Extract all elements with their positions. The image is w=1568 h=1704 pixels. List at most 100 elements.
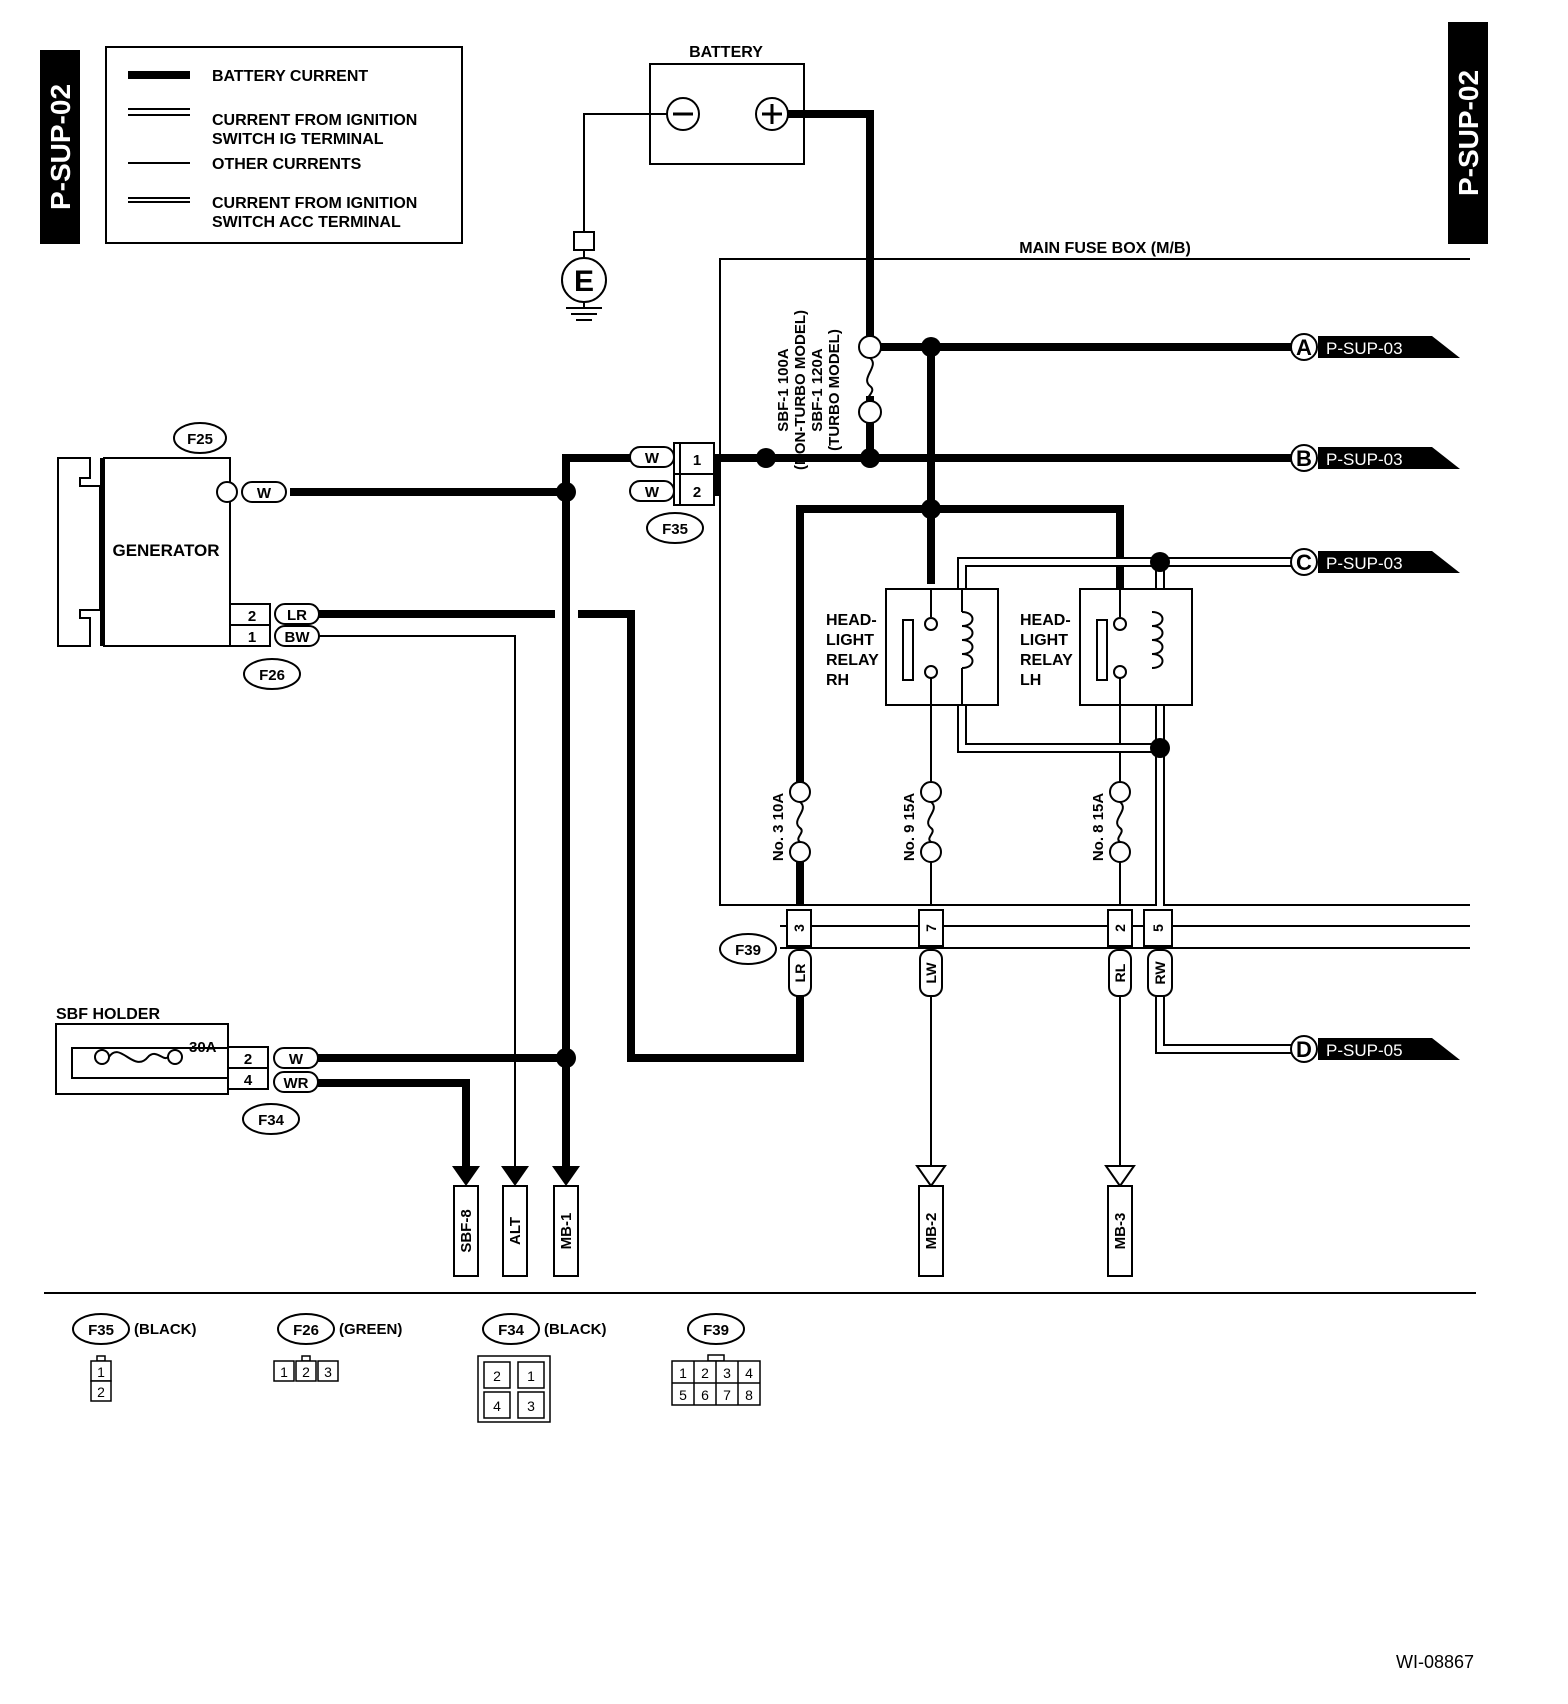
page-tab-right-label: P-SUP-02 — [1453, 70, 1484, 196]
relay-rh-line4: RH — [826, 672, 849, 689]
ref-a-letter: A — [1296, 335, 1312, 360]
generator-pin1: 1 — [248, 629, 256, 646]
ref-c: C P-SUP-03 — [1290, 548, 1460, 576]
f39-pin2: 2 — [1112, 924, 1128, 932]
conn-f26-label: F26 — [259, 667, 285, 684]
ref-b: B P-SUP-03 — [1290, 444, 1460, 472]
sbf-holder-pin4: 4 — [244, 1072, 253, 1089]
cl-f39-pin4: 4 — [745, 1365, 753, 1381]
f39-pin5: 5 — [1150, 924, 1166, 932]
sbf-holder-wire-w: W — [289, 1051, 304, 1068]
connector-f35: W W 1 2 F35 — [629, 442, 715, 544]
sbf-holder: SBF HOLDER 30A 2 4 W WR F34 — [55, 1006, 319, 1135]
sbf-holder-rating: 30A — [189, 1039, 217, 1056]
sbf1-line3: SBF-1 120A — [809, 348, 826, 432]
dest-mb2-label: MB-2 — [923, 1213, 940, 1250]
legend-battery-current: BATTERY CURRENT — [212, 68, 368, 85]
cl-f35-pin1: 1 — [97, 1364, 105, 1380]
dest-alt: ALT — [501, 1166, 529, 1277]
f35-label: F35 — [662, 521, 688, 538]
conn-f25-label: F25 — [187, 431, 213, 448]
cl-f35-pin2: 2 — [97, 1384, 105, 1400]
fuse-no8-label: No. 8 15A — [1090, 793, 1107, 862]
fuse-no9: No. 9 15A — [901, 781, 942, 863]
main-fuse-box: MAIN FUSE BOX (M/B) — [719, 240, 1470, 906]
ref-d-letter: D — [1296, 1037, 1312, 1062]
generator-wire-bw: BW — [285, 629, 311, 646]
legend-other-currents: OTHER CURRENTS — [212, 156, 362, 173]
relay-lh-line2: LIGHT — [1020, 632, 1068, 649]
cl-f34-color: (BLACK) — [544, 1321, 606, 1338]
dest-mb1: MB-1 — [552, 1166, 580, 1277]
cl-f26-pin2: 2 — [302, 1364, 310, 1380]
cl-f34-pin-d: 3 — [527, 1398, 535, 1414]
legend-acc-line2: SWITCH ACC TERMINAL — [212, 214, 401, 231]
sbf1-label: SBF-1 100A (NON-TURBO MODEL) SBF-1 120A … — [775, 310, 843, 470]
cl-f39-pin1: 1 — [679, 1365, 687, 1381]
headlight-relay-rh: HEAD- LIGHT RELAY RH — [826, 588, 999, 706]
dest-mb3: MB-3 — [1104, 1165, 1136, 1277]
f35-wire1: W — [645, 450, 660, 467]
battery: BATTERY — [649, 44, 805, 165]
generator-pin2: 2 — [248, 608, 256, 625]
cl-f34-name: F34 — [498, 1322, 525, 1339]
ref-b-letter: B — [1296, 446, 1312, 471]
relay-rh-line1: HEAD- — [826, 612, 877, 629]
f39-pin3: 3 — [791, 924, 807, 932]
generator-wire-w: W — [257, 485, 272, 502]
legend-ig-line1: CURRENT FROM IGNITION — [212, 112, 417, 129]
sbf-holder-wire-wr: WR — [284, 1075, 309, 1092]
relay-lh-line1: HEAD- — [1020, 612, 1071, 629]
sbf1-line2: (NON-TURBO MODEL) — [792, 310, 809, 470]
cl-f26-pin3: 3 — [324, 1364, 332, 1380]
ground-label: E — [574, 265, 594, 298]
cl-f39-pin8: 8 — [745, 1387, 753, 1403]
battery-label: BATTERY — [689, 44, 763, 61]
cl-f26-name: F26 — [293, 1322, 319, 1339]
cl-f35-name: F35 — [88, 1322, 114, 1339]
dest-mb3-label: MB-3 — [1112, 1213, 1129, 1250]
page-tab-left: P-SUP-02 — [40, 50, 80, 244]
dest-sbf8-label: SBF-8 — [458, 1209, 475, 1252]
line-legend: BATTERY CURRENT CURRENT FROM IGNITION SW… — [105, 46, 463, 244]
relay-lh-line3: RELAY — [1020, 652, 1073, 669]
junction-dots — [556, 337, 1170, 1068]
fuse-no9-label: No. 9 15A — [901, 793, 918, 862]
cl-f34-pin-b: 1 — [527, 1368, 535, 1384]
relay-rh-line2: LIGHT — [826, 632, 874, 649]
connector-legend-f35: F35 (BLACK) 1 2 — [72, 1313, 196, 1402]
f39-label: F39 — [735, 942, 761, 959]
sbf1-line1: SBF-1 100A — [775, 348, 792, 432]
page-tab-right: P-SUP-02 — [1448, 22, 1488, 244]
generator-label: GENERATOR — [112, 541, 219, 560]
ref-d: D P-SUP-05 — [1290, 1035, 1460, 1063]
f39-wire-rw: RW — [1152, 961, 1168, 985]
ref-d-target: P-SUP-05 — [1326, 1041, 1403, 1060]
connector-legend-f39: F39 1 2 3 4 5 6 7 8 — [671, 1313, 761, 1406]
fuse-no3-label: No. 3 10A — [770, 793, 787, 862]
f35-wire2: W — [645, 484, 660, 501]
cl-f39-pin2: 2 — [701, 1365, 709, 1381]
connector-f39: 3 7 2 5 LR LW RL RW F39 — [719, 909, 1173, 997]
sbf-holder-label: SBF HOLDER — [56, 1006, 160, 1023]
ground-symbol: E — [561, 231, 607, 321]
page-tab-left-label: P-SUP-02 — [45, 84, 76, 210]
ref-c-target: P-SUP-03 — [1326, 554, 1403, 573]
headlight-relay-lh: HEAD- LIGHT RELAY LH — [1020, 588, 1193, 706]
connector-legend-f34: F34 (BLACK) 2 1 4 3 — [477, 1313, 606, 1423]
fuse-no3: No. 3 10A — [770, 781, 811, 863]
dest-alt-label: ALT — [507, 1217, 524, 1245]
dest-mb2: MB-2 — [915, 1165, 947, 1277]
ref-c-letter: C — [1296, 550, 1312, 575]
cl-f26-color: (GREEN) — [339, 1321, 402, 1338]
connector-legend-f26: F26 (GREEN) 1 2 3 — [273, 1313, 402, 1382]
ref-b-target: P-SUP-03 — [1326, 450, 1403, 469]
sbf1-fuse: SBF-1 100A (NON-TURBO MODEL) SBF-1 120A … — [775, 310, 882, 470]
cl-f35-color: (BLACK) — [134, 1321, 196, 1338]
cl-f39-pin3: 3 — [723, 1365, 731, 1381]
fuse-no8: No. 8 15A — [1090, 781, 1131, 863]
figure-id: WI-08867 — [1396, 1652, 1474, 1672]
dest-mb1-label: MB-1 — [558, 1213, 575, 1250]
sbf1-line4: (TURBO MODEL) — [826, 329, 843, 451]
